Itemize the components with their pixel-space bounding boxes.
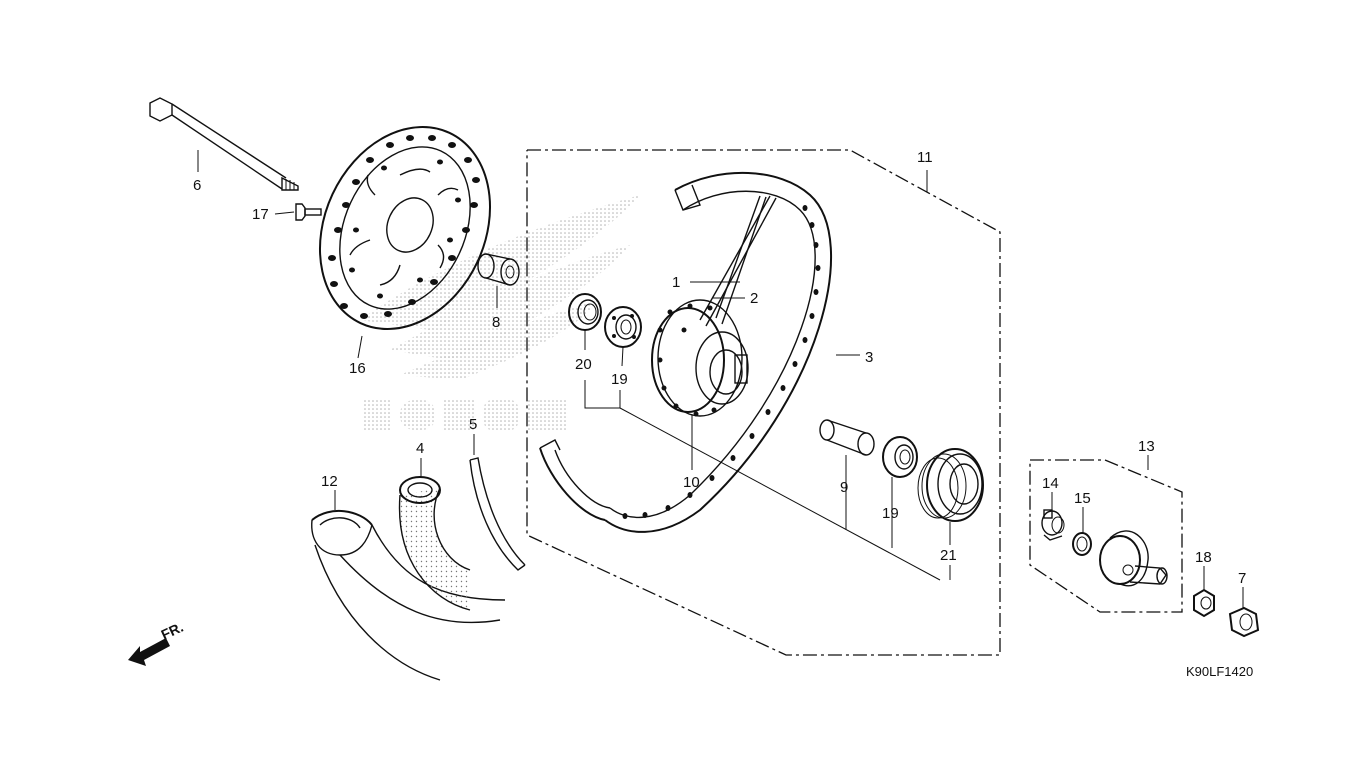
part-label-19-right: 19	[882, 505, 899, 522]
part-label-13: 13	[1138, 438, 1155, 455]
rim-band	[469, 457, 526, 571]
part-label-12: 12	[321, 473, 338, 490]
inner-tube	[398, 476, 471, 611]
front-label: FR.	[159, 619, 186, 643]
part-label-18: 18	[1195, 549, 1212, 566]
front-direction-indicator: FR.	[128, 619, 186, 666]
wheel-hub	[651, 299, 749, 417]
part-labels: 1 2 3 4 5 6 7 8 9 10 11 12 13 14 15 16 1…	[193, 149, 1246, 587]
cap-nut	[1228, 606, 1260, 638]
axle-bolt	[149, 97, 299, 191]
diagram-code: K90LF1420	[1186, 664, 1253, 679]
part-label-8: 8	[492, 314, 500, 331]
bearing-right	[882, 436, 918, 478]
gearbox-assembly-outline	[1029, 459, 1183, 613]
bearing-left	[604, 306, 642, 348]
part-label-3: 3	[865, 349, 873, 366]
brake-disc	[318, 126, 492, 330]
part-label-11: 11	[917, 149, 933, 166]
part-label-1: 1	[672, 274, 680, 291]
arrow-icon	[128, 638, 170, 666]
part-label-7: 7	[1238, 570, 1246, 587]
oil-seal	[917, 448, 984, 522]
speedometer-gear-drive	[1041, 509, 1065, 541]
axle-nut	[1193, 588, 1215, 618]
part-label-17: 17	[252, 206, 269, 223]
part-label-14: 14	[1042, 475, 1059, 492]
part-label-9: 9	[840, 479, 848, 496]
speedometer-gearbox	[1099, 530, 1168, 587]
disc-bolt	[295, 203, 322, 221]
part-label-2: 2	[750, 290, 758, 307]
leader-lines	[197, 150, 1244, 608]
distance-collar	[819, 419, 875, 456]
part-label-10: 10	[683, 474, 700, 491]
part-label-4: 4	[416, 440, 424, 457]
part-label-19-left: 19	[611, 371, 628, 388]
tire	[311, 509, 506, 681]
washer	[1072, 532, 1092, 556]
wheel-rim	[539, 171, 832, 533]
honda-wing-logo	[360, 195, 640, 430]
part-label-15: 15	[1074, 490, 1091, 507]
collar	[477, 253, 520, 286]
part-label-5: 5	[469, 416, 477, 433]
part-label-16: 16	[349, 360, 366, 377]
part-label-21: 21	[940, 547, 957, 564]
part-label-6: 6	[193, 177, 201, 194]
part-label-20: 20	[575, 356, 592, 373]
